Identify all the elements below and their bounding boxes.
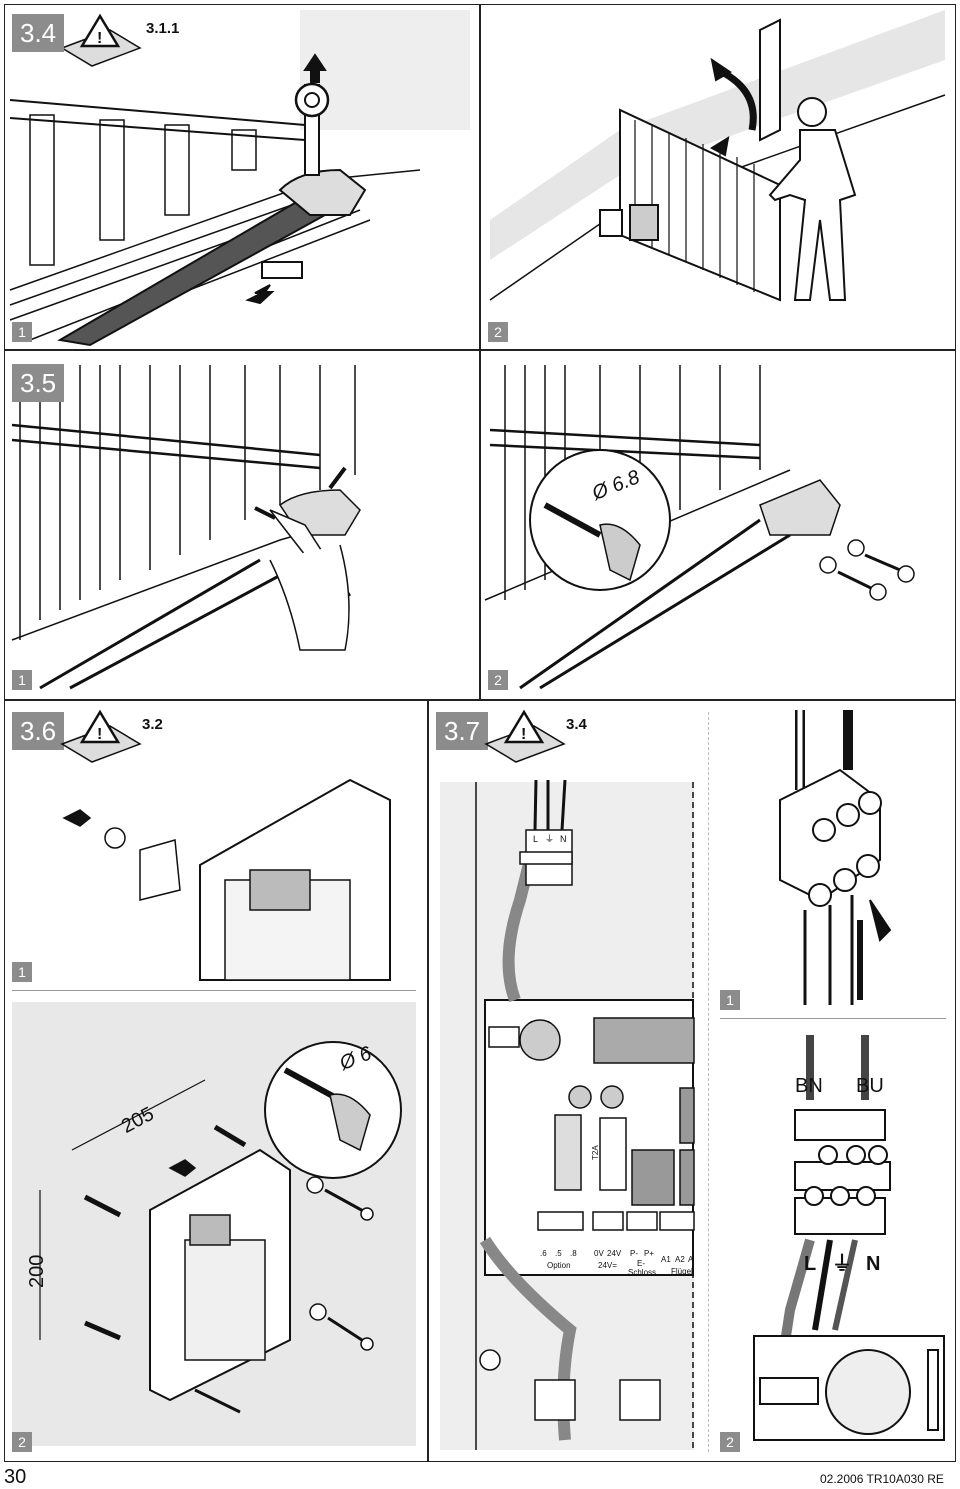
step-number-3-7-1: 1	[720, 990, 740, 1010]
step-number-3-4-1: 1	[12, 322, 32, 342]
big-term-l: L	[804, 1253, 816, 1275]
panel-3-5-left	[4, 350, 480, 700]
section-ref-3-6: 3.2	[142, 716, 163, 733]
opt-label-6: .6	[540, 1249, 547, 1258]
warning-book-icon: !	[60, 13, 142, 67]
control-box-mounting-illustration	[12, 778, 416, 1446]
panel-3-5-right	[480, 350, 956, 700]
big-term-n: N	[866, 1253, 880, 1275]
drill-screw-illustration	[484, 365, 915, 690]
wire-terminal-detail-illustration	[753, 710, 945, 1441]
wing-label-a1: A1	[661, 1255, 671, 1264]
step-number-3-6-1: 1	[12, 962, 32, 982]
step-number-3-5-1: 1	[12, 670, 32, 690]
dim-vertical-label: 200	[26, 1255, 48, 1288]
pwr-label-0v: 0V	[594, 1249, 604, 1258]
step-number-3-5-2: 2	[488, 670, 508, 690]
big-term-pe: ⏚	[832, 1252, 852, 1275]
divider-3-6	[12, 990, 416, 991]
step-number-3-7-2: 2	[720, 1432, 740, 1452]
small-terminal-labels: L ⏚ N	[533, 834, 567, 844]
pwr-title: 24V=	[598, 1261, 617, 1270]
option-title: Option	[547, 1261, 571, 1270]
section-badge-3-5: 3.5	[12, 364, 65, 402]
lock-title-2: Schloss	[628, 1268, 656, 1277]
section-ref-3-7: 3.4	[566, 716, 587, 733]
small-term-l: L	[533, 834, 538, 844]
divider-3-7-vertical	[708, 712, 709, 1452]
opt-label-5: .5	[555, 1249, 562, 1258]
divider-3-7	[720, 1018, 946, 1019]
lock-title-1: E-	[637, 1259, 645, 1268]
panel-3-6	[4, 700, 428, 1462]
opt-label-8: .8	[570, 1249, 577, 1258]
page-number: 30	[4, 1466, 27, 1488]
wire-label-bn: BN	[795, 1075, 823, 1097]
panel-3-7	[428, 700, 956, 1462]
panel-3-4-left-border	[4, 4, 480, 350]
pwr-label-24v: 24V	[607, 1249, 622, 1258]
wire-labels: BN BU L ⏚ N	[795, 1075, 884, 1275]
step-number-3-6-2: 2	[12, 1432, 32, 1452]
document-code: 02.2006 TR10A030 RE	[820, 1472, 944, 1486]
svg-text:!: !	[97, 30, 102, 47]
wiring-diagram-illustration	[440, 779, 695, 1450]
lock-label-pplus: P+	[644, 1249, 654, 1258]
small-term-pe: ⏚	[545, 834, 554, 844]
unlock-handle-illustration	[11, 365, 361, 690]
wing-title: Flügel	[671, 1267, 693, 1276]
person-gate-illustration	[489, 10, 946, 302]
section-badge-3-7: 3.7	[436, 712, 489, 750]
section-badge-3-6: 3.6	[12, 712, 65, 750]
wire-label-bu: BU	[856, 1075, 884, 1097]
wing-label-a2: A2	[675, 1255, 685, 1264]
section-badge-3-4: 3.4	[12, 14, 65, 52]
panel-3-4-right-border	[480, 4, 956, 350]
gate-release-illustration	[9, 10, 470, 347]
lock-label-pminus: P-	[630, 1249, 638, 1258]
fuse-label: T2A	[591, 1145, 600, 1160]
section-ref-3-4: 3.1.1	[146, 20, 180, 37]
wing-label-a: A	[688, 1255, 694, 1264]
pcb-labels: T2A .6 .5 .8 Option 0V 24V 24V= P- P+ E-…	[540, 1145, 694, 1277]
step-number-3-4-2: 2	[488, 322, 508, 342]
small-term-n: N	[560, 834, 567, 844]
